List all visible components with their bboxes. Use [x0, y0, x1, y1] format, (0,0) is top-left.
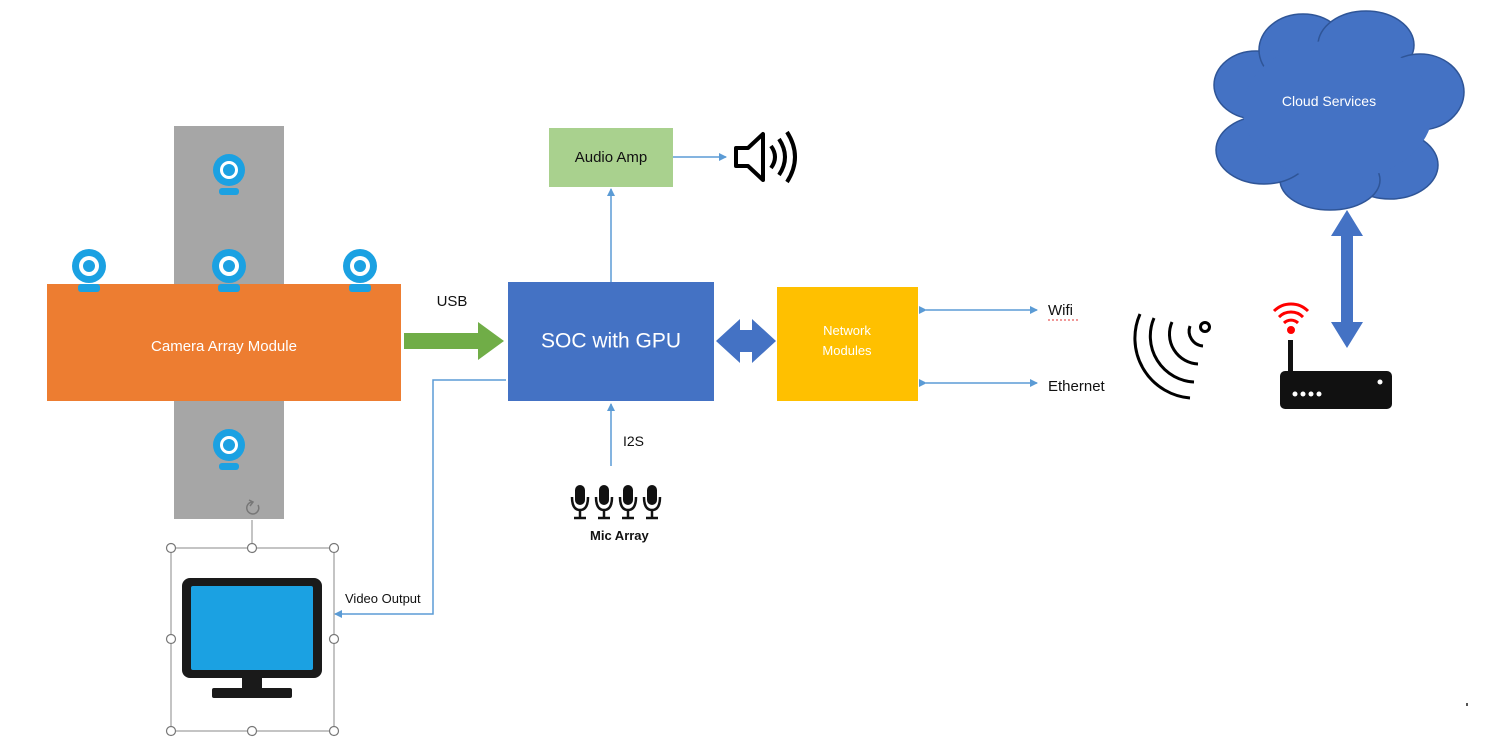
- monitor-icon: [182, 578, 322, 698]
- soc-label: SOC with GPU: [541, 330, 681, 353]
- soc-block: [508, 282, 714, 401]
- audio-amp-block: [549, 128, 673, 187]
- usb-arrow: [404, 322, 504, 360]
- video-output-connector: [334, 379, 506, 618]
- camera-icon: [213, 154, 245, 195]
- network-block: [777, 287, 918, 401]
- microphone-icon: [618, 485, 638, 520]
- wifi-signal-icon: [1133, 313, 1211, 400]
- video-output-label: Video Output: [345, 591, 421, 606]
- camera-icon: [343, 249, 377, 292]
- rotate-handle-icon[interactable]: [246, 499, 260, 515]
- i2s-label: I2S: [623, 433, 644, 449]
- stray-dot: [1466, 703, 1468, 706]
- camera-icon: [213, 429, 245, 470]
- ethernet-label: Ethernet: [1048, 378, 1106, 395]
- camera-array-label: Camera Array Module: [151, 338, 297, 355]
- cloud-label: Cloud Services: [1282, 93, 1376, 109]
- cloud-router-arrow: [1331, 210, 1363, 348]
- camera-array-block: [47, 284, 401, 401]
- audio-amp-label: Audio Amp: [575, 149, 648, 166]
- speaker-icon: [734, 130, 797, 184]
- usb-label: USB: [437, 293, 468, 310]
- cloud-shape: [1213, 10, 1465, 211]
- wifi-label: Wifi: [1048, 302, 1073, 319]
- microphone-icon: [570, 485, 590, 520]
- selection-handles[interactable]: [165, 542, 340, 737]
- mic-array-label: Mic Array: [590, 528, 650, 543]
- router-icon: [1272, 302, 1392, 409]
- camera-icon: [212, 249, 246, 292]
- camera-icon: [72, 249, 106, 292]
- soc-network-arrow: [716, 319, 776, 363]
- microphone-icon: [594, 485, 614, 520]
- microphone-icon: [642, 485, 662, 520]
